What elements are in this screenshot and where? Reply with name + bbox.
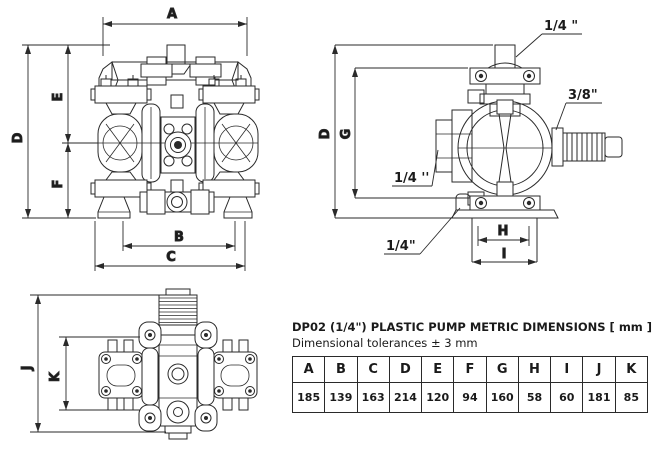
- dim-value: 58: [517, 382, 552, 413]
- port-label-bottom: 1/4": [386, 239, 416, 254]
- side-pump-drawing: [435, 44, 623, 262]
- dim-C: C: [94, 221, 246, 271]
- dim-D-front: D: [11, 44, 110, 219]
- col-header: D: [388, 356, 423, 383]
- col-header: H: [517, 356, 552, 383]
- dim-label-C: C: [166, 250, 176, 265]
- col-header: E: [421, 356, 455, 383]
- dim-value: 181: [582, 382, 616, 413]
- top-view: J K: [20, 288, 258, 440]
- dimensions-table: A B C D E F G H I J K 185 139 163 214 12…: [291, 356, 649, 413]
- port-callout-top: 1/4 ": [515, 19, 582, 58]
- dim-label-G: G: [339, 129, 354, 140]
- dim-label-J: J: [20, 366, 35, 372]
- dim-value: 185: [291, 382, 326, 413]
- dim-E: E: [51, 45, 71, 143]
- dim-F: F: [51, 142, 98, 218]
- port-callout-middle-left: 1/4 '': [392, 149, 439, 187]
- dim-label-A: A: [167, 7, 177, 22]
- dim-value: 139: [324, 382, 358, 413]
- dim-value: 94: [453, 382, 487, 413]
- dim-J: J: [20, 294, 166, 433]
- dim-value: 160: [485, 382, 519, 413]
- port-label-right: 3/8": [568, 88, 598, 103]
- thread-hatching: [566, 133, 603, 161]
- top-pump-drawing: [98, 288, 258, 440]
- port-callout-right: 3/8": [555, 88, 602, 131]
- dim-H: H: [477, 224, 530, 246]
- dimensions-table-header-row: A B C D E F G H I J K: [291, 356, 649, 383]
- dim-label-D-front: D: [11, 132, 26, 143]
- dimensions-table-value-row: 185 139 163 214 120 94 160 58 60 181 85: [291, 382, 649, 413]
- dim-value: 60: [550, 382, 584, 413]
- col-header: G: [485, 356, 519, 383]
- dim-B: B: [122, 221, 236, 251]
- muffler-hatching: [159, 297, 197, 323]
- port-label-top: 1/4 ": [544, 19, 578, 34]
- col-header: K: [614, 356, 649, 383]
- dim-label-I: I: [502, 247, 507, 262]
- port-callout-bottom: 1/4": [384, 207, 461, 255]
- dim-value: 85: [614, 382, 649, 413]
- dim-value: 163: [356, 382, 390, 413]
- front-pump-drawing: [90, 44, 260, 219]
- front-view: A D E F B C: [11, 7, 260, 271]
- port-label-middle-left: 1/4 '': [394, 171, 429, 186]
- col-header: I: [550, 356, 584, 383]
- dim-D-side: D: [318, 44, 558, 219]
- side-view: D G H I 1/4 " 3/8" 1: [318, 19, 623, 265]
- dim-label-E: E: [51, 93, 66, 102]
- dim-value: 214: [388, 382, 423, 413]
- dim-label-B: B: [174, 230, 184, 245]
- drawing-title: DP02 (1/4") PLASTIC PUMP METRIC DIMENSIO…: [292, 320, 653, 334]
- dim-label-F: F: [51, 180, 66, 189]
- title-block: DP02 (1/4") PLASTIC PUMP METRIC DIMENSIO…: [291, 320, 653, 413]
- col-header: J: [582, 356, 616, 383]
- dim-value: 120: [421, 382, 455, 413]
- col-header: A: [291, 356, 326, 383]
- tolerance-note: Dimensional tolerances ± 3 mm: [292, 336, 478, 350]
- col-header: B: [324, 356, 358, 383]
- dim-A: A: [102, 7, 248, 56]
- dim-label-D-side: D: [318, 128, 333, 139]
- col-header: F: [453, 356, 487, 383]
- dim-label-K: K: [48, 371, 63, 382]
- dim-G: G: [339, 67, 470, 199]
- dim-label-H: H: [498, 224, 509, 239]
- dim-I: I: [472, 247, 537, 265]
- dim-K: K: [48, 336, 140, 411]
- col-header: C: [356, 356, 390, 383]
